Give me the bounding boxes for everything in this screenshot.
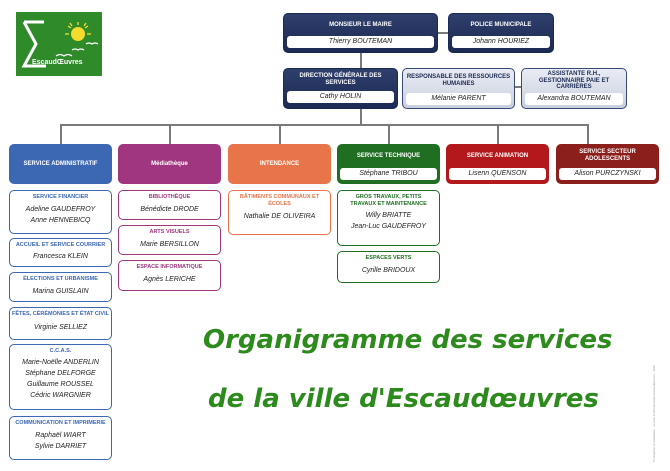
sub-communication: COMMUNICATION ET IMPRIMERIE Raphaël WIAR… <box>9 416 112 460</box>
sub-title: COMMUNICATION ET IMPRIMERIE <box>15 420 106 426</box>
sub-title: ACCUEIL ET SERVICE COURRIER <box>15 242 106 248</box>
person-name: Sylvie DARRIET <box>34 442 87 450</box>
connector <box>279 124 281 144</box>
hr-name: Mélanie PARENT <box>431 94 486 102</box>
sub-ccas: C.C.A.S. Marie-Noëlle ANDERLIN Stéphane … <box>9 344 112 410</box>
service-intendance: INTENDANCE <box>228 144 331 184</box>
service-admin-title: SERVICE ADMINISTRATIF <box>23 160 98 167</box>
hr-title: RESPONSABLE DES RESSOURCES HUMAINES <box>406 74 511 87</box>
service-animation-name: Lisenn QUENSON <box>468 169 527 177</box>
connector <box>497 124 499 144</box>
connector <box>60 124 62 144</box>
service-intendance-title: INTENDANCE <box>259 160 300 167</box>
person-name: Cédric WARGNIER <box>30 391 91 399</box>
service-technique: SERVICE TECHNIQUE Stéphane TRIBOU <box>337 144 440 184</box>
person-name: Guillaume ROUSSEL <box>27 380 94 388</box>
page-title-line2: de la ville d'Escaudœuvres <box>208 384 599 414</box>
mayor-title: MONSIEUR LE MAIRE <box>329 21 392 28</box>
service-adolescents: SERVICE SECTEUR ADOLESCENTS Alison PURCZ… <box>556 144 659 184</box>
person-name: Adeline GAUDEFROY <box>25 206 96 214</box>
sub-title: FÊTES, CÉRÉMONIES ET ÉTAT CIVIL <box>12 311 109 317</box>
service-animation-title: SERVICE ANIMATION <box>466 152 529 159</box>
connector <box>360 52 362 68</box>
service-admin: SERVICE ADMINISTRATIF <box>9 144 112 184</box>
service-technique-name: Stéphane TRIBOU <box>359 169 418 177</box>
service-adolescents-name: Alison PURCZYNSKI <box>574 169 641 177</box>
sub-title: ESPACE INFORMATIQUE <box>136 264 203 270</box>
person-name: Virginie SELLIEZ <box>33 324 88 332</box>
sub-espaces-verts: ESPACES VERTS Cyrille BRIDOUX <box>337 251 440 283</box>
sub-title: BIBLIOTHÈQUE <box>148 194 191 200</box>
service-mediatheque: Médiathèque <box>118 144 221 184</box>
person-name: Cyrille BRIDOUX <box>361 267 416 275</box>
dgs-box: DIRECTION GÉNÉRALE DES SERVICES Cathy HO… <box>283 68 398 109</box>
person-name: Jean-Luc GAUDEFROY <box>350 223 427 231</box>
police-name: Johann HOURIEZ <box>472 37 530 45</box>
city-logo: EscaudŒuvres <box>16 12 102 76</box>
mayor-box: MONSIEUR LE MAIRE Thierry BOUTEMAN <box>283 13 438 53</box>
mayor-name: Thierry BOUTEMAN <box>328 37 393 45</box>
sub-batiments: BÂTIMENTS COMMUNAUX ET ÉCOLES Nathalie D… <box>228 190 331 235</box>
hr-box: RESPONSABLE DES RESSOURCES HUMAINES Méla… <box>402 68 515 109</box>
service-technique-title: SERVICE TECHNIQUE <box>356 152 421 159</box>
person-name: Marie BERSILLON <box>140 241 199 249</box>
police-box: POLICE MUNICIPALE Johann HOURIEZ <box>448 13 554 53</box>
person-name: Willy BRIATTE <box>365 212 412 220</box>
person-name: Raphaël WIART <box>35 432 86 440</box>
dgs-title: DIRECTION GÉNÉRALE DES SERVICES <box>299 73 382 86</box>
sub-accueil-courrier: ACCUEIL ET SERVICE COURRIER Francesca KL… <box>9 238 112 267</box>
hr-assistant-title: ASSISTANTE R.H., GESTIONNAIRE PAIE ET CA… <box>538 70 610 91</box>
sub-bibliotheque: BIBLIOTHÈQUE Bénédicte DRODE <box>118 190 221 220</box>
person-name: Agnès LERICHE <box>143 276 196 284</box>
logo-sun-icon <box>21 20 99 68</box>
sub-title: ARTS VISUELS <box>149 229 190 235</box>
person-name: Marie-Noëlle ANDERLIN <box>22 359 99 367</box>
sub-title: ÉLECTIONS ET URBANISME <box>23 276 98 282</box>
service-animation: SERVICE ANIMATION Lisenn QUENSON <box>446 144 549 184</box>
connector <box>587 124 589 144</box>
person-name: Nathalie DE OLIVEIRA <box>243 213 316 221</box>
person-name: Francesca KLEIN <box>33 253 88 261</box>
connector <box>60 124 588 126</box>
sub-title: GROS TRAVAUX, PETITS TRAVAUX ET MAINTENA… <box>350 194 427 208</box>
hr-assistant-name: Alexandra BOUTEMAN <box>537 94 611 102</box>
page-title-line1: Organigramme des services <box>203 325 613 355</box>
sub-title: SERVICE FINANCIER <box>32 194 89 200</box>
sub-title: BÂTIMENTS COMMUNAUX ET ÉCOLES <box>239 194 320 208</box>
sub-espace-informatique: ESPACE INFORMATIQUE Agnès LERICHE <box>118 260 221 291</box>
logo-text: EscaudŒuvres <box>32 59 83 66</box>
connector <box>438 32 448 34</box>
connector <box>360 109 362 125</box>
service-adolescents-title: SERVICE SECTEUR ADOLESCENTS <box>579 149 636 162</box>
sub-title: C.C.A.S. <box>49 348 72 354</box>
side-credit: Conception et réalisation : service Comm… <box>652 364 656 462</box>
sub-service-financier: SERVICE FINANCIER Adeline GAUDEFROY Anne… <box>9 190 112 234</box>
connector <box>515 86 523 88</box>
sub-arts-visuels: ARTS VISUELS Marie BERSILLON <box>118 225 221 255</box>
connector <box>388 124 390 144</box>
hr-assistant-box: ASSISTANTE R.H., GESTIONNAIRE PAIE ET CA… <box>521 68 627 109</box>
person-name: Stéphane DELFORGE <box>25 369 96 377</box>
connector <box>169 124 171 144</box>
service-mediatheque-title: Médiathèque <box>151 160 188 167</box>
person-name: Marina GUISLAIN <box>32 288 89 296</box>
police-title: POLICE MUNICIPALE <box>470 21 532 28</box>
sub-fetes-etat-civil: FÊTES, CÉRÉMONIES ET ÉTAT CIVIL Virginie… <box>9 307 112 340</box>
person-name: Anne HENNEBICQ <box>30 216 91 224</box>
sub-travaux: GROS TRAVAUX, PETITS TRAVAUX ET MAINTENA… <box>337 190 440 246</box>
person-name: Bénédicte DRODE <box>140 206 199 214</box>
sub-title: ESPACES VERTS <box>365 255 412 261</box>
dgs-name: Cathy HOLIN <box>319 92 362 100</box>
sub-elections-urbanisme: ÉLECTIONS ET URBANISME Marina GUISLAIN <box>9 272 112 302</box>
